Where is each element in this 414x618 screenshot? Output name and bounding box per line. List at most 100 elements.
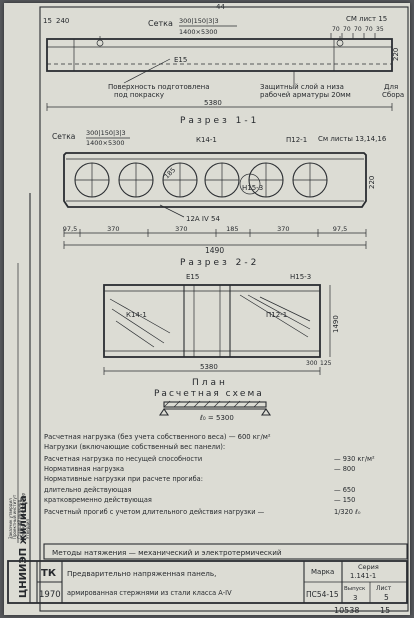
section-2-title: Разрез 2-2 (180, 258, 259, 268)
s1-dim-3: 185 (226, 225, 238, 233)
loads-heading-2: Нагрузки (включающие собственный вес пан… (44, 443, 225, 451)
s2-length: 5380 (200, 363, 218, 371)
load-row-label-2: Нормативные нагрузки при расчете прогиба… (44, 475, 203, 483)
sheet-frame (39, 6, 409, 612)
s2-width: 1490 (332, 315, 340, 333)
elev-dim-right-0: 70 (332, 26, 340, 33)
s1-dim-1: 370 (107, 225, 119, 233)
panel-section-outline (63, 152, 367, 208)
s2-label-p12: П12-1 (266, 311, 287, 319)
s1-dim-0: 97,5 (63, 225, 77, 233)
title-block: Методы натяжения — механический и электр… (7, 543, 408, 615)
load-row-value-0: — 930 кг/м² (334, 455, 375, 463)
panel-plan-outline (103, 284, 321, 358)
stamp-row-4: Утвердил (25, 519, 30, 539)
loads-rows: Расчетная нагрузка по несущей способност… (44, 455, 375, 516)
s2-dim-right-2: 125 (320, 360, 332, 367)
sheet-value: 5 (384, 593, 389, 602)
label-mesh: Сетка (148, 19, 173, 28)
s1-total: 1490 (205, 246, 224, 255)
issue-value: 3 (353, 594, 357, 602)
load-row-value-1: — 800 (334, 465, 355, 473)
s1-mesh-top: 300|150|3|3 (86, 129, 126, 137)
series-value: 1.141-1 (350, 572, 376, 580)
load-row-value-3: — 650 (334, 486, 355, 494)
plan-title: План (192, 378, 228, 388)
note-for: Для (384, 83, 398, 91)
load-row-label-4: кратковременно действующая (44, 496, 152, 504)
elevation-height: 220 (392, 48, 400, 61)
section-2-2: Разрез 2-2 Е15 Н15-3 К14-1 П12-1 1490 30… (103, 258, 340, 375)
scheme-span: ℓ₀ = 5300 (199, 414, 234, 422)
note-surface-1: Поверхность подготовлена (108, 83, 210, 91)
mesh-code-bottom: 1400×5300 (179, 28, 218, 36)
load-row-value-4: — 150 (334, 496, 355, 504)
load-row-value-5: 1/320 ℓ₀ (334, 508, 361, 516)
scheme-title: Расчетная схема (154, 389, 264, 399)
plan-hatch-right (239, 294, 311, 338)
section-1-dims: 97,5 370 370 185 370 97,5 (63, 225, 367, 237)
elev-dim-right-3: 70 (365, 26, 373, 33)
s1-height: 220 (368, 176, 376, 189)
s2-label-e15: Е15 (186, 273, 199, 281)
elev-dim-right-4: 35 (376, 26, 384, 33)
load-row-label-3: длительно действующая (44, 486, 131, 494)
s1-label-sheets: См листы 13,14,16 (318, 135, 387, 143)
s1-label-mesh: Сетка (52, 132, 75, 141)
section-1-1: Разрез 1-1 Сетка 300|150|3|3 1400×5300 К… (52, 116, 387, 255)
section-voids (74, 162, 328, 198)
s1-label-k14: К14-1 (196, 136, 217, 144)
note-surface-2: под покраску (114, 91, 164, 99)
stamp-year: 1970 (39, 590, 61, 600)
sheet-top-number: 44 (216, 3, 225, 11)
panel-elevation-outline (46, 38, 393, 72)
method-line: Методы натяжения — механический и электр… (52, 548, 282, 557)
loads-notes: Расчетная нагрузка (без учета собственно… (44, 433, 375, 516)
bottom-code-2: 15 (380, 606, 390, 615)
stamp-row-1: Проектный институт (12, 494, 17, 539)
title-line-2: армированная стержнями из стали класса А… (67, 589, 232, 597)
s1-label-p12: П12-1 (286, 136, 307, 144)
s1-mesh-bottom: 1400×5300 (86, 139, 125, 147)
bottom-code: 10538 (334, 606, 359, 615)
issue-label: Выпуск (344, 586, 366, 592)
load-row-label-5: Расчетный прогиб с учетом длительного де… (44, 508, 265, 516)
stamp-org: ЦНИИЭП жилища (18, 495, 29, 598)
mark-label: Марка (311, 568, 334, 576)
sheet-ref: СМ лист 15 (346, 15, 387, 23)
section-1-title: Разрез 1-1 (180, 116, 259, 126)
plan-hatch-left (109, 298, 171, 348)
elev-dim-right-1: 70 (343, 26, 351, 33)
loads-heading-1: Расчетная нагрузка (без учета собственно… (44, 433, 271, 441)
stamp-row-0: Заказчик утвердил (8, 498, 13, 539)
stamp-tk: ТК (41, 568, 57, 579)
label-e15: Е15 (174, 56, 187, 64)
s1-label-ang: 185 (163, 166, 177, 180)
s1-dim-2: 370 (175, 225, 187, 233)
load-row-label-0: Расчетная нагрузка по несущей способност… (44, 455, 202, 463)
s1-label-bar: 12А IV 54 (186, 215, 220, 223)
s1-label-h15: Н15-3 (242, 184, 263, 192)
series-label: Серия (358, 563, 379, 571)
stamp-row-3: Главный конструктор (21, 492, 26, 539)
s1-dim-4: 370 (277, 225, 289, 233)
load-row-label-1: Нормативная нагрузка (44, 465, 124, 473)
s1-dim-5: 97,5 (333, 225, 347, 233)
s2-dim-right-1: 300 (306, 360, 318, 367)
calc-scheme: План Расчетная схема ℓ₀ = 5300 (154, 378, 272, 422)
title-line-1: Предварительно напряженная панель, (67, 569, 216, 578)
elevation-length: 5380 (204, 99, 222, 107)
elevation-view: 15 240 Сетка 300|150|3|3 1400×5300 СМ ли… (43, 15, 404, 111)
engineering-drawing: 44 15 240 Сетка 300|150|3|3 1400×5300 СМ… (7, 3, 409, 615)
dim-left-b: 240 (56, 17, 69, 25)
note-cover-2: рабочей арматуры 20мм (260, 91, 351, 99)
mesh-code-top: 300|150|3|3 (179, 17, 219, 25)
s2-label-k14: К14-1 (126, 311, 147, 319)
elev-dim-right-2: 70 (354, 26, 362, 33)
dim-left-a: 15 (43, 17, 52, 25)
sheet-label: Лист (376, 585, 392, 592)
note-cover-1: Защитный слой a низа (260, 83, 344, 91)
